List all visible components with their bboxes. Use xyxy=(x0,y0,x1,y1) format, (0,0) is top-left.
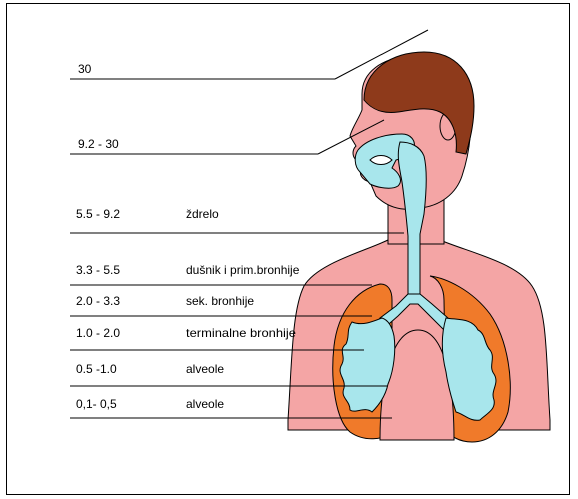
region-label-3: ždrelo xyxy=(186,207,219,221)
region-label-8: alveole xyxy=(186,397,224,411)
size-labels: 30 9.2 - 30 5.5 - 9.2 3.3 - 5.5 2.0 - 3.… xyxy=(76,62,120,411)
size-label-5: 2.0 - 3.3 xyxy=(76,294,120,308)
size-label-7: 0.5 -1.0 xyxy=(76,362,117,376)
region-label-6: terminalne bronhije xyxy=(186,326,296,340)
size-label-2: 9.2 - 30 xyxy=(78,137,119,151)
region-label-4: dušnik i prim.bronhije xyxy=(186,263,300,277)
size-label-6: 1.0 - 2.0 xyxy=(76,326,120,340)
size-label-4: 3.3 - 5.5 xyxy=(76,263,120,277)
region-label-5: sek. bronhije xyxy=(186,294,254,308)
region-label-7: alveole xyxy=(186,362,224,376)
size-label-8: 0,1- 0,5 xyxy=(76,397,117,411)
size-label-1: 30 xyxy=(78,62,92,76)
region-labels: ždrelo dušnik i prim.bronhije sek. bronh… xyxy=(186,207,300,411)
size-label-3: 5.5 - 9.2 xyxy=(76,207,120,221)
